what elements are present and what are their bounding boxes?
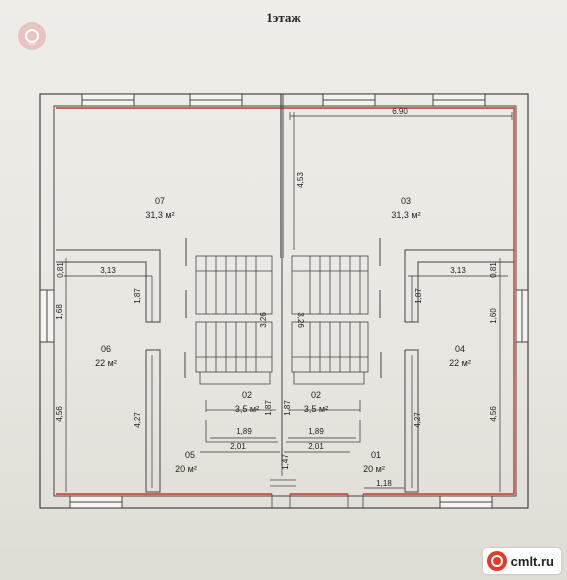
- dimension-label: 1,87: [133, 288, 142, 304]
- dimension-label: 1,68: [55, 304, 64, 320]
- room-number: 01: [371, 450, 381, 460]
- dimension-label: 1,87: [414, 288, 423, 304]
- dimension-label: 4,27: [133, 412, 142, 428]
- dimension-label: 4,56: [55, 406, 64, 422]
- watermark-badge: cmlt.ru: [482, 548, 561, 574]
- staircase-left: [195, 255, 273, 385]
- dimension-label: 4,53: [296, 172, 305, 188]
- side-windows: [39, 289, 529, 343]
- logo-ring-icon: [25, 29, 39, 43]
- room-area: 20 м²: [175, 464, 197, 474]
- logo-top-left-text: cmlt: [28, 41, 36, 46]
- room-number: 07: [155, 196, 165, 206]
- dimension-label: 1,87: [283, 400, 292, 416]
- top-windows: [81, 93, 486, 107]
- dimension-label: 3,26: [259, 312, 268, 328]
- room-area: 31,3 м²: [145, 210, 174, 220]
- dimension-label: 0,81: [489, 262, 498, 278]
- floor-title: 1этаж: [266, 10, 301, 25]
- dimension-label: 1,89: [236, 427, 252, 436]
- room-number: 05: [185, 450, 195, 460]
- room-number: 03: [401, 196, 411, 206]
- dimension-label: 1,47: [281, 454, 290, 470]
- mid-walls: [56, 238, 514, 323]
- room-area: 20 м²: [363, 464, 385, 474]
- outer-wall: [39, 93, 529, 509]
- room-area: 3,5 м²: [304, 404, 328, 414]
- dimension-label: 1,89: [308, 427, 324, 436]
- room-area: 3,5 м²: [235, 404, 259, 414]
- dimension-label: 2,01: [308, 442, 324, 451]
- watermark-logo-icon: [486, 551, 507, 571]
- entrance: [270, 479, 364, 508]
- room-area: 31,3 м²: [391, 210, 420, 220]
- red-perimeter-line: [56, 107, 515, 495]
- room-number: 02: [242, 390, 252, 400]
- room-number: 04: [455, 344, 465, 354]
- dimension-label: 6.90: [392, 107, 408, 116]
- dimension-label: 3,13: [450, 266, 466, 275]
- room-area: 22 м²: [95, 358, 117, 368]
- dimension-label: 4,56: [489, 406, 498, 422]
- dimension-label: 3,13: [100, 266, 116, 275]
- dimension-label: 1,60: [489, 308, 498, 324]
- room-area: 22 м²: [449, 358, 471, 368]
- inner-wall: [53, 105, 517, 497]
- dimension-label: 1,18: [376, 479, 392, 488]
- room-number: 02: [311, 390, 321, 400]
- dimension-lines: [64, 112, 513, 492]
- dimension-label: 3,26: [296, 312, 305, 328]
- dimension-label: 1,87: [264, 400, 273, 416]
- dimension-label: 4,27: [413, 412, 422, 428]
- staircase-right: [291, 255, 369, 385]
- lower-walls: [145, 290, 419, 493]
- dimension-label: 2,01: [230, 442, 246, 451]
- dimension-label: 0,81: [56, 262, 65, 278]
- lobby-walls: [205, 400, 361, 443]
- bottom-windows: [69, 495, 493, 509]
- watermark-text: cmlt.ru: [510, 553, 554, 569]
- logo-top-left: cmlt: [18, 22, 46, 50]
- room-number: 06: [101, 344, 111, 354]
